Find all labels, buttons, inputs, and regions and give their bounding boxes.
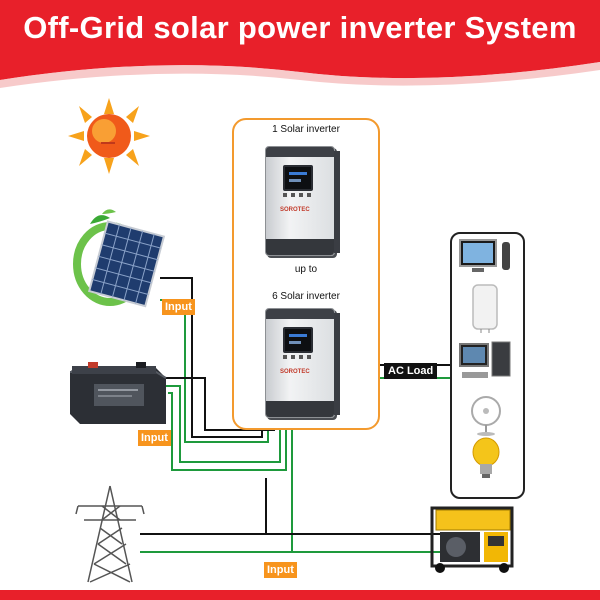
inverter-bottom-label: 6 Solar inverter [272, 291, 340, 302]
battery-input-tag: Input [138, 430, 171, 446]
grid-input-tag: Input [264, 562, 297, 578]
solar-input-tag: Input [162, 299, 195, 315]
inverter-brand: SOROTEC [280, 369, 310, 375]
battery-icon [70, 362, 167, 424]
water-heater-icon [472, 284, 498, 333]
tv-icon [459, 239, 510, 272]
header-banner: Off-Grid solar power inverter System [0, 0, 600, 95]
footer-bar [0, 590, 600, 600]
inverter-screen [283, 165, 313, 191]
header-wave [0, 0, 600, 88]
page-title: Off-Grid solar power inverter System [23, 10, 577, 45]
inverter-screen [283, 327, 313, 353]
solar-inverter-6: SOROTEC [265, 308, 340, 418]
inverter-brand: SOROTEC [280, 207, 310, 213]
fan-icon [471, 396, 501, 436]
computer-icon [459, 341, 511, 378]
generator-icon [430, 506, 514, 573]
inverter-buttons [283, 193, 313, 197]
inverter-middle-label: up to [294, 264, 318, 275]
inverter-top-label: 1 Solar inverter [272, 124, 340, 135]
inverter-buttons [283, 355, 313, 359]
grid-wires [140, 422, 440, 553]
solar-panel-icon [73, 209, 166, 308]
ac-load-tag: AC Load [384, 363, 438, 379]
light-bulb-icon [472, 437, 500, 478]
power-pylon-icon [75, 485, 145, 583]
solar-inverter-1: SOROTEC [265, 146, 340, 256]
sun-icon [68, 98, 150, 174]
